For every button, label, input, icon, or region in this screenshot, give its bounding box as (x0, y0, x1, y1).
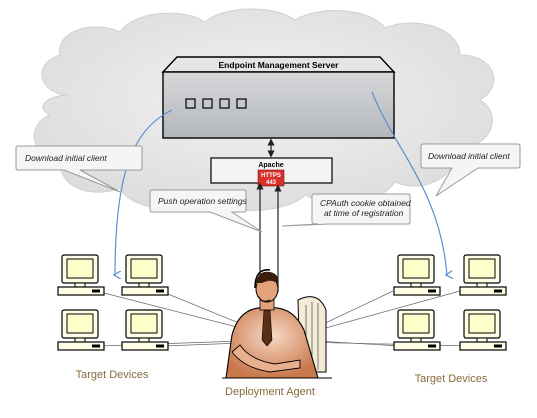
computer-icon (459, 309, 507, 351)
deployment-agent-icon (222, 269, 332, 379)
callout-download-left-text: Download initial client (25, 153, 107, 163)
target-devices-left-label: Target Devices (76, 369, 149, 381)
computer-icon (57, 254, 105, 296)
callout-cpauth-line2: at time of registration (324, 208, 404, 218)
target-devices-right-label: Target Devices (415, 373, 488, 385)
download-path-right (371, 91, 447, 275)
computer-icon (393, 254, 441, 296)
endpoint-management-server: Endpoint Management Server (161, 56, 396, 139)
callout-download-right: Download initial client (420, 143, 521, 197)
server-title: Endpoint Management Server (219, 60, 340, 70)
callout-download-left: Download initial client (15, 145, 143, 193)
computer-icon (459, 254, 507, 296)
computer-icon (121, 254, 169, 296)
computer-icon (393, 309, 441, 351)
server-drive-bay (236, 98, 247, 109)
https-port: 443 (266, 180, 277, 186)
deployment-agent-label: Deployment Agent (225, 386, 315, 398)
computer-icon (57, 309, 105, 351)
apache-server: Apache HTTPS 443 (210, 157, 333, 187)
computer-icon (121, 309, 169, 351)
callout-cpauth: CPAuth cookie obtained at time of regist… (281, 193, 411, 227)
callout-download-right-text: Download initial client (428, 151, 510, 161)
apache-label: Apache (258, 162, 283, 169)
https-badge (257, 169, 285, 187)
callout-push-settings: Push operation settings (149, 189, 263, 233)
server-drive-bay (185, 98, 196, 109)
https-protocol: HTTPS (261, 173, 281, 179)
server-drive-bay (219, 98, 230, 109)
callout-cpauth-line1: CPAuth cookie obtained (320, 198, 411, 208)
server-drive-bay (202, 98, 213, 109)
callout-push-settings-text: Push operation settings (158, 196, 248, 206)
